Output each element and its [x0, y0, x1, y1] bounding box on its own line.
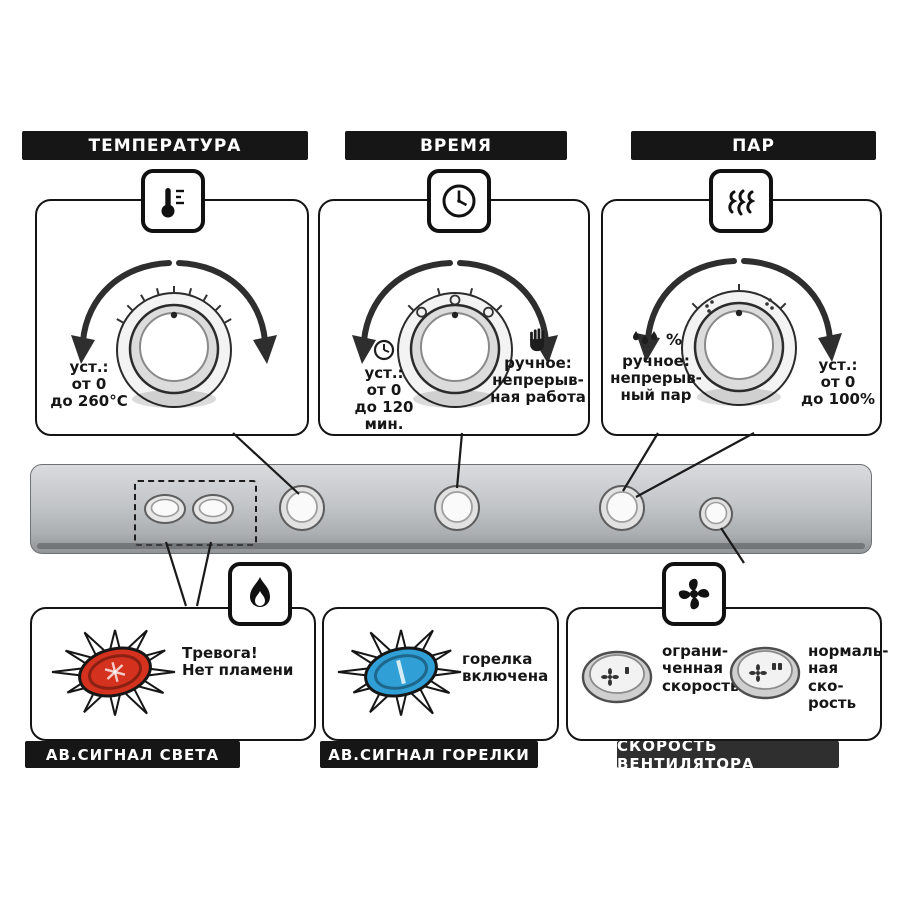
control-panel-strip — [30, 464, 872, 554]
time-set-label: уст.: от 0 до 120 мин. — [354, 364, 414, 434]
time-manual-label: ручное: непрерыв- ная работа — [490, 354, 586, 407]
header-temperature: ТЕМПЕРАТУРА — [22, 131, 308, 160]
light-alarm-text: Тревога! Нет пламени — [182, 644, 294, 680]
time-set-annotation: уст.: от 0 до 120 мин. — [334, 337, 434, 433]
signal-lamp-button-light — [144, 494, 186, 524]
temperature-dial-illustration — [71, 260, 277, 408]
knob-steam — [599, 485, 645, 531]
footer-fan-speed: СКОРОСТЬ ВЕНТИЛЯТОРА — [617, 737, 839, 773]
signal-lamp-button-burner — [192, 494, 234, 524]
fan-speed-limited-button — [581, 650, 653, 704]
steam-set-label: уст.: от 0 до 100% — [801, 356, 875, 409]
red-alarm-lamp — [51, 629, 176, 716]
steam-manual-label: ручное: непрерыв- ный пар — [610, 352, 702, 405]
steam-drops-percent-icon: % — [630, 329, 682, 351]
clock-small-icon — [373, 339, 395, 361]
burner-alarm-text: горелка включена — [462, 650, 549, 686]
steam-manual-annotation: % ручное: непрерыв- ный пар — [607, 329, 705, 404]
time-dial-illustration — [352, 260, 558, 408]
flame-icon — [228, 562, 292, 626]
hand-icon — [530, 328, 545, 352]
temperature-set-label: уст.: от 0 до 260°C — [50, 358, 128, 411]
temperature-callout: уст.: от 0 до 260°C — [35, 199, 309, 436]
time-callout: уст.: от 0 до 120 мин. ручное: непрерыв-… — [318, 199, 590, 436]
thermometer-icon — [141, 169, 205, 233]
knob-temperature — [279, 485, 325, 531]
fan-limited-label: ограни- ченная скорость — [662, 642, 740, 695]
fan-normal-label: нормаль- ная ско- рость — [808, 642, 889, 712]
fan-icon — [662, 562, 726, 626]
header-time: ВРЕМЯ — [345, 131, 567, 160]
footer-burner-alarm: АВ.СИГНАЛ ГОРЕЛКИ — [320, 741, 538, 768]
clock-icon — [427, 169, 491, 233]
light-alarm-callout: Тревога! Нет пламени — [30, 607, 316, 741]
header-steam: ПАР — [631, 131, 876, 160]
steam-percent-mark: % — [665, 329, 683, 349]
steam-callout: % ручное: непрерыв- ный пар уст.: от 0 д… — [601, 199, 882, 436]
footer-light-alarm: АВ.СИГНАЛ СВЕТА — [25, 741, 240, 768]
steam-icon — [709, 169, 773, 233]
blue-burner-lamp — [337, 629, 462, 716]
fan-speed-callout: ограни- ченная скорость нормаль- ная ско… — [566, 607, 889, 741]
steam-dial-illustration — [636, 258, 842, 406]
fan-speed-normal-button — [729, 646, 801, 700]
knob-time — [434, 485, 480, 531]
button-fan-speed — [699, 497, 733, 531]
time-manual-annotation: ручное: непрерыв- ная работа — [490, 327, 586, 406]
burner-alarm-callout: горелка включена — [322, 607, 559, 741]
